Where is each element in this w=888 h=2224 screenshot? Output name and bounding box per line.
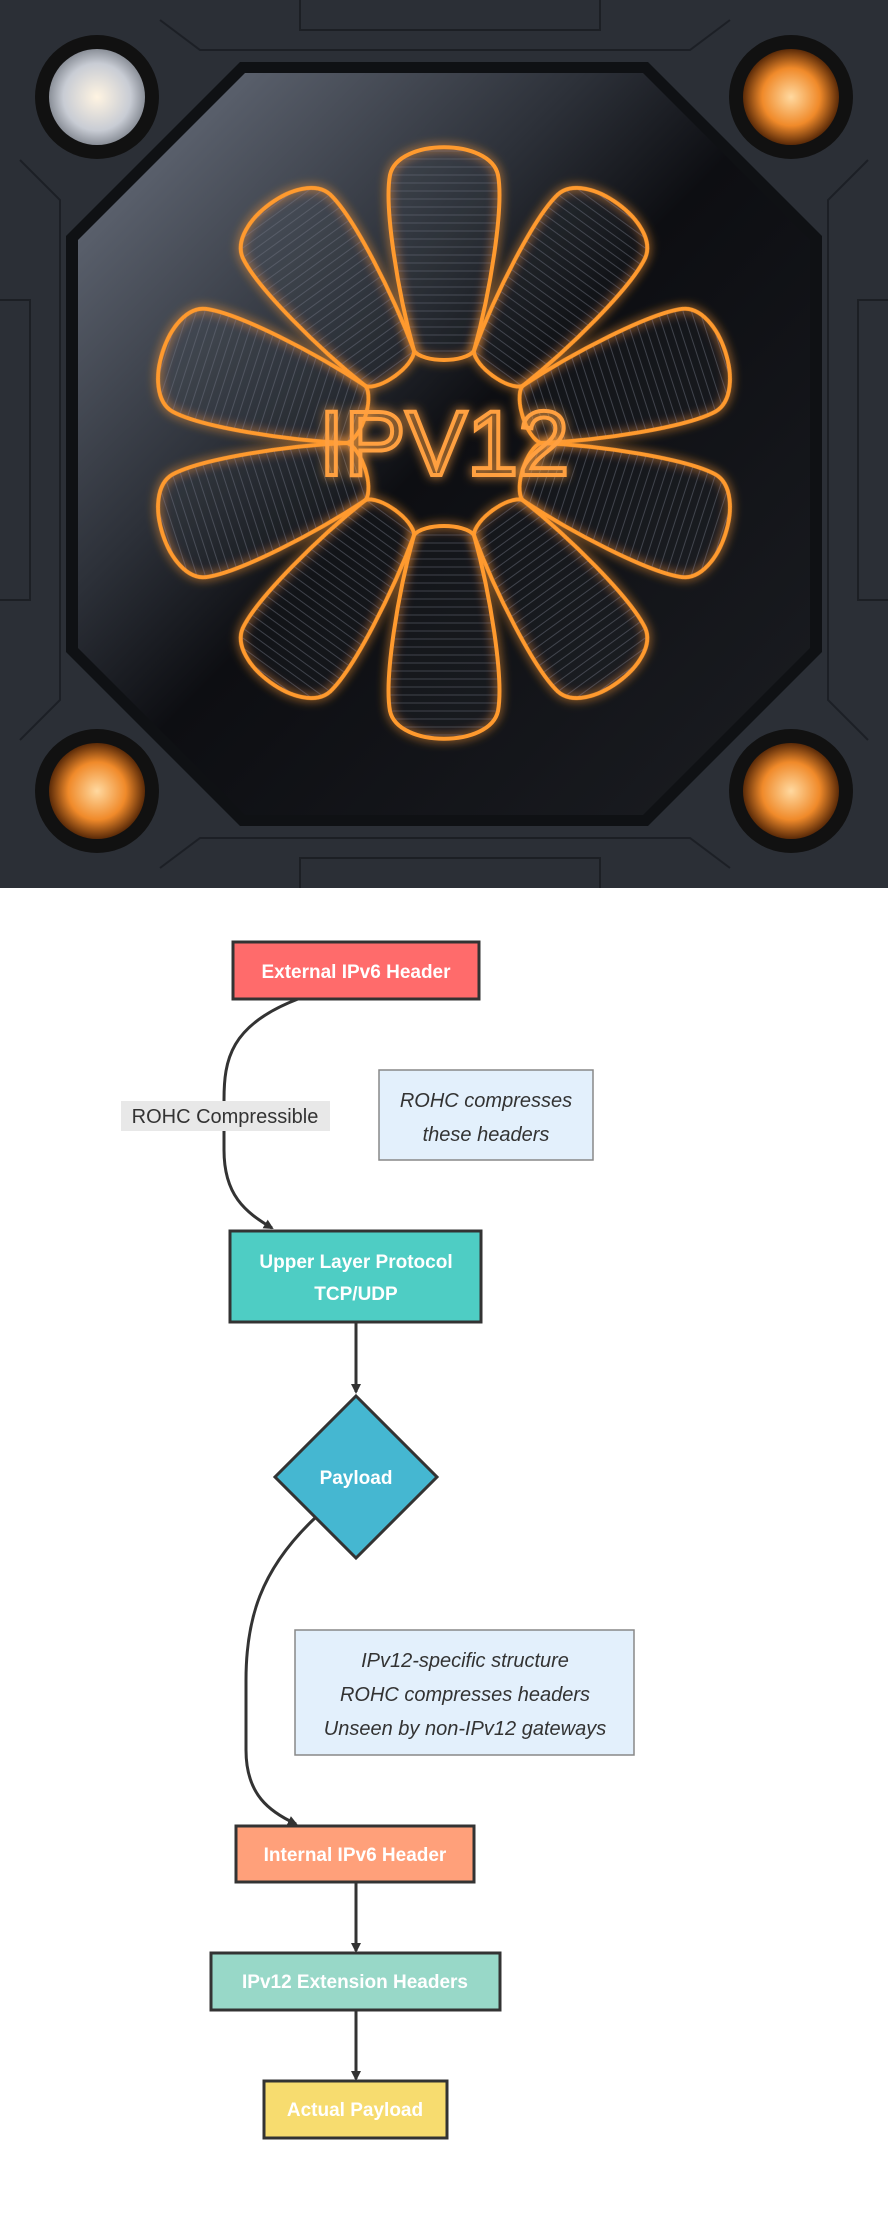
circuit-traces [0, 0, 888, 888]
light-top-left [49, 49, 145, 145]
node-upper-layer-protocol[interactable]: Upper Layer Protocol TCP/UDP [228, 1229, 483, 1324]
svg-text:IPv12 Extension Headers: IPv12 Extension Headers [242, 1972, 468, 1993]
edge-external-to-upper [222, 997, 299, 1230]
svg-text:Internal IPv6 Header: Internal IPv6 Header [264, 1845, 447, 1866]
node-external-ipv6-header[interactable]: External IPv6 Header [231, 940, 481, 1001]
svg-text:External IPv6 Header: External IPv6 Header [261, 962, 451, 983]
ipv12-hero-image: IPV12 [0, 0, 888, 888]
svg-text:ROHC compresses: ROHC compresses [400, 1090, 572, 1112]
svg-text:ROHC compresses headers: ROHC compresses headers [340, 1684, 590, 1706]
svg-text:these headers: these headers [423, 1124, 550, 1146]
light-bottom-left [49, 743, 145, 839]
svg-text:Unseen by non-IPv12 gateways: Unseen by non-IPv12 gateways [324, 1718, 606, 1740]
note-rohc-headers: ROHC compresses these headers [378, 1069, 594, 1161]
node-actual-payload[interactable]: Actual Payload [262, 2079, 449, 2140]
flower-petals [156, 145, 732, 741]
edges [222, 997, 361, 2081]
svg-text:ROHC Compressible: ROHC Compressible [132, 1106, 319, 1128]
node-ipv12-extension-headers[interactable]: IPv12 Extension Headers [209, 1951, 502, 2012]
svg-text:Payload: Payload [320, 1468, 393, 1489]
svg-text:TCP/UDP: TCP/UDP [314, 1284, 398, 1305]
light-bottom-right [743, 743, 839, 839]
petal [238, 186, 417, 389]
svg-text:Actual Payload: Actual Payload [287, 2100, 423, 2121]
packet-structure-diagram: ROHC Compressible External IPv6 Header R… [121, 940, 635, 2140]
corner-lights [35, 35, 853, 853]
edge-payload-to-internal [244, 1516, 317, 1826]
svg-text:Upper Layer Protocol: Upper Layer Protocol [259, 1252, 452, 1273]
edge-label-rohc: ROHC Compressible [121, 1101, 330, 1131]
light-top-right [743, 49, 839, 145]
logo-text: IPV12 [319, 393, 570, 495]
node-internal-ipv6-header[interactable]: Internal IPv6 Header [234, 1824, 476, 1884]
note-ipv12-structure: IPv12-specific structure ROHC compresses… [294, 1629, 635, 1756]
node-payload-decision[interactable]: Payload [272, 1393, 440, 1561]
svg-text:IPv12-specific structure: IPv12-specific structure [361, 1650, 569, 1672]
